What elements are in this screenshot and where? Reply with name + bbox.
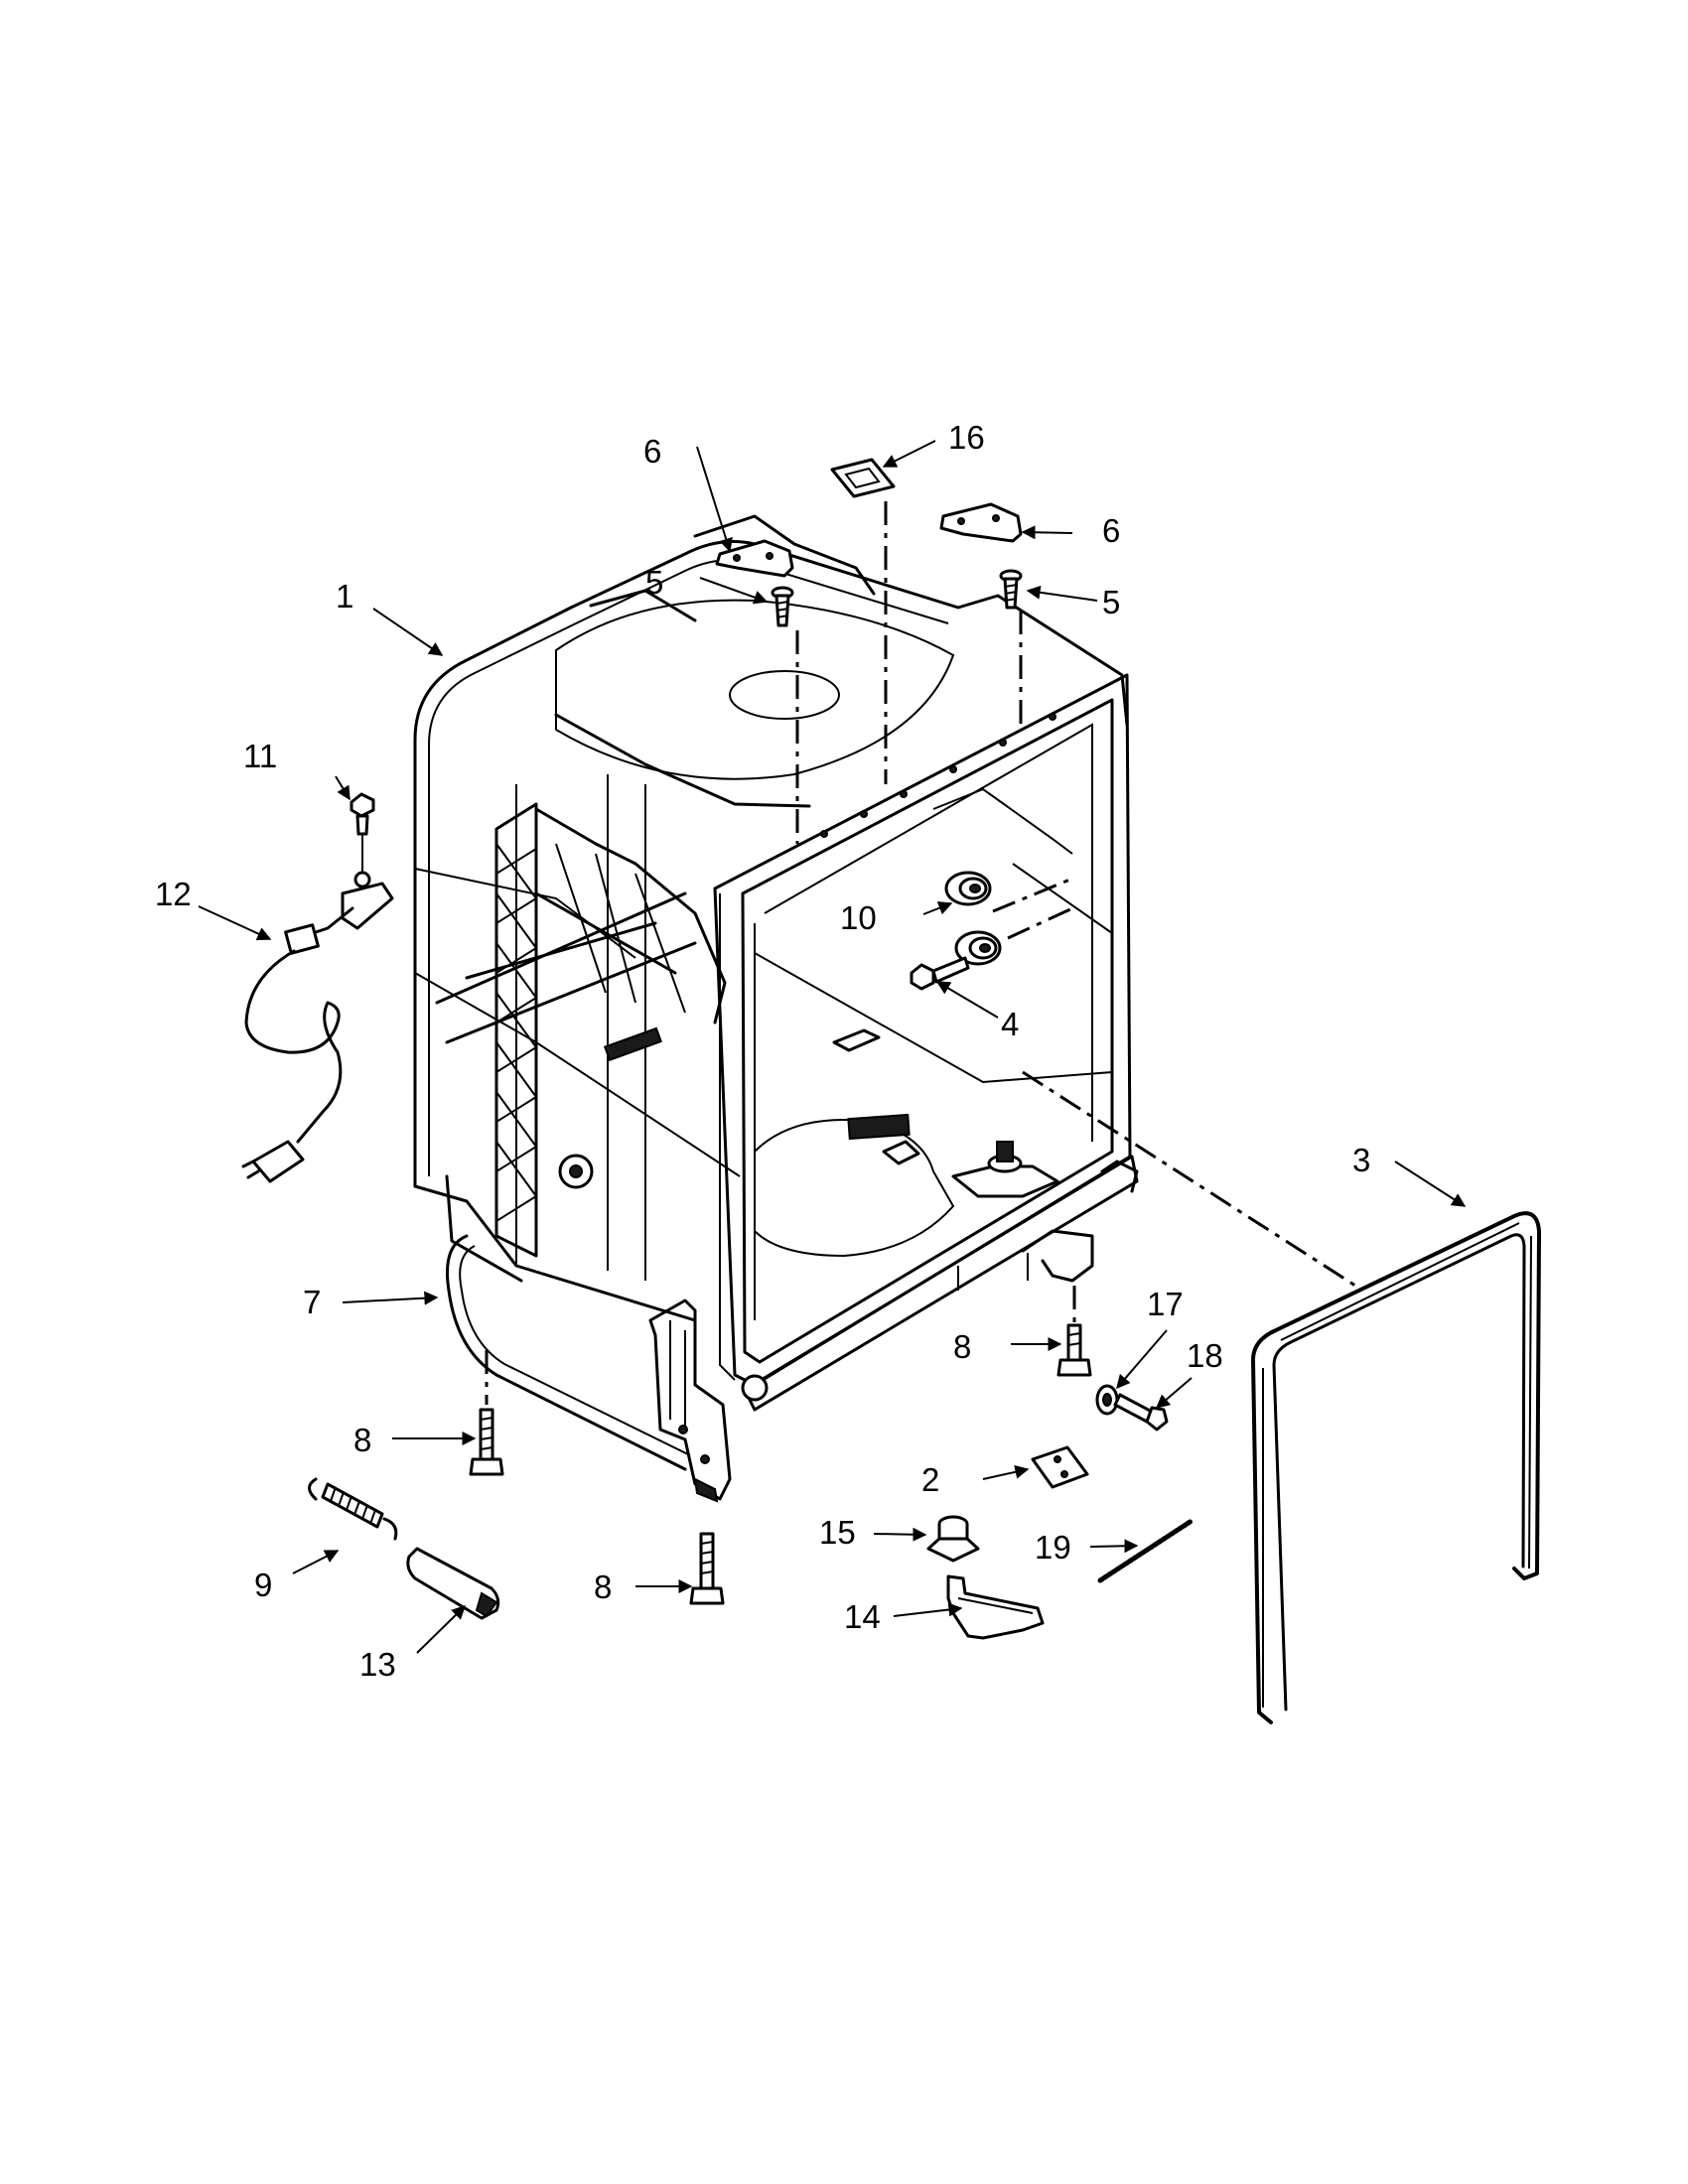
leveling-leg-8-right xyxy=(1056,1323,1092,1377)
callout-17: 17 xyxy=(1147,1286,1184,1322)
door-gasket-3 xyxy=(1251,1211,1541,1724)
washer-17 xyxy=(1095,1384,1119,1416)
callout-5-right: 5 xyxy=(1102,584,1120,620)
door-cable-7 xyxy=(445,1234,691,1471)
callout-18: 18 xyxy=(1187,1337,1223,1374)
callout-16: 16 xyxy=(948,419,985,456)
screw-5-right xyxy=(999,569,1023,610)
bracket-6-left xyxy=(715,539,794,578)
callout-8-left: 8 xyxy=(353,1422,371,1458)
leveling-leg-8-bottom xyxy=(689,1532,725,1605)
callout-4: 4 xyxy=(1001,1006,1019,1042)
clip-16 xyxy=(830,458,896,498)
callout-15: 15 xyxy=(819,1514,856,1551)
tub-back-outline xyxy=(413,540,1129,1188)
pad-2 xyxy=(1031,1445,1089,1489)
callout-5-left: 5 xyxy=(645,564,663,601)
leader-arrows xyxy=(198,440,1467,1654)
rod-19 xyxy=(1097,1518,1195,1583)
callout-8-bottom: 8 xyxy=(594,1569,612,1605)
thermostat-15 xyxy=(926,1515,980,1563)
rack-rollers-10 xyxy=(944,871,1002,966)
callout-3: 3 xyxy=(1352,1142,1370,1178)
leveling-leg-8-left xyxy=(469,1408,504,1476)
door-spring-9 xyxy=(308,1477,398,1541)
callout-11: 11 xyxy=(243,738,277,774)
callout-12: 12 xyxy=(155,876,192,912)
power-cord-12 xyxy=(241,871,394,1183)
callout-8-right: 8 xyxy=(953,1328,971,1365)
bracket-14 xyxy=(946,1574,1045,1640)
dish-rack-wireframe xyxy=(435,802,727,1258)
tub-front-frame xyxy=(713,673,1132,1387)
screw-5-left xyxy=(771,586,794,627)
callout-9: 9 xyxy=(254,1567,272,1603)
callout-14: 14 xyxy=(844,1598,881,1635)
callout-labels: 1 2 3 4 5 5 6 6 7 8 8 8 9 10 11 12 13 14… xyxy=(155,419,1370,1683)
pad-13 xyxy=(406,1547,500,1620)
sump-hub xyxy=(882,1140,1059,1198)
screw-4 xyxy=(910,956,970,991)
screw-18 xyxy=(1113,1393,1169,1432)
tub-assembly xyxy=(413,514,1139,1503)
bracket-6-right xyxy=(939,502,1023,543)
callout-1: 1 xyxy=(336,578,353,614)
callout-10: 10 xyxy=(840,899,877,936)
callout-19: 19 xyxy=(1035,1529,1071,1566)
callout-2: 2 xyxy=(921,1461,939,1498)
callout-13: 13 xyxy=(359,1646,396,1683)
callout-6-left: 6 xyxy=(643,433,661,470)
callout-6-right: 6 xyxy=(1102,512,1120,549)
left-hinge-bracket xyxy=(648,1298,732,1503)
callout-7: 7 xyxy=(303,1284,321,1320)
screw-11 xyxy=(350,792,375,836)
